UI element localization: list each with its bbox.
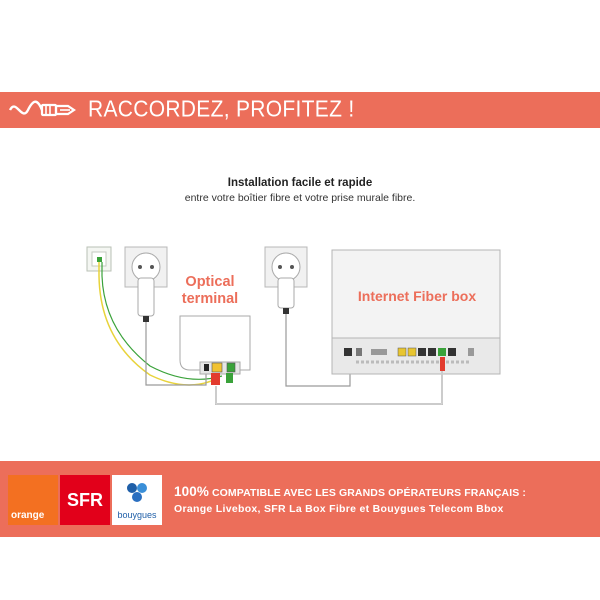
orange-logo-text: orange <box>11 510 45 521</box>
bouygues-logo-text: bouygues <box>117 510 157 520</box>
power-outlet-left <box>124 246 168 288</box>
compatibility-headline: 100% COMPATIBLE AVEC LES GRANDS OPÉRATEU… <box>174 484 526 499</box>
optical-label-line1: Optical <box>185 274 235 290</box>
install-title: Installation facile et rapide <box>227 177 373 189</box>
optical-terminal-label: Optical terminal <box>170 274 250 308</box>
optical-label-line2: terminal <box>181 291 239 307</box>
banner-title: RACCORDEZ, PROFITEZ ! <box>88 96 355 123</box>
power-cable-left <box>145 322 207 386</box>
power-outlet-right <box>264 246 308 288</box>
orange-logo: orange <box>8 475 58 525</box>
compat-percent: 100% <box>174 484 209 499</box>
ethernet-cable <box>215 371 443 405</box>
optical-terminal-device <box>179 315 251 385</box>
connection-diagram <box>86 246 501 405</box>
fiber-cable-icon <box>8 100 76 117</box>
bouygues-mark-icon <box>127 483 147 502</box>
internet-fiber-box-device <box>331 249 501 375</box>
fiber-box-label: Internet Fiber box <box>357 288 477 304</box>
header-banner: RACCORDEZ, PROFITEZ ! <box>0 92 600 128</box>
bouygues-logo: bouygues <box>112 475 162 525</box>
operators-list: Orange Livebox, SFR La Box Fibre et Bouy… <box>174 503 504 515</box>
sfr-logo-text: SFR <box>67 490 103 510</box>
sfr-logo: SFR <box>60 475 110 525</box>
power-adapter-right <box>277 277 295 314</box>
compatibility-footer: orange SFR bouygues 100% COMPATIBLE AVEC… <box>0 461 600 537</box>
compat-text: COMPATIBLE AVEC LES GRANDS OPÉRATEURS FR… <box>208 487 526 499</box>
power-adapter-left <box>137 277 155 322</box>
install-subtitle: entre votre boîtier fibre et votre prise… <box>184 192 416 204</box>
